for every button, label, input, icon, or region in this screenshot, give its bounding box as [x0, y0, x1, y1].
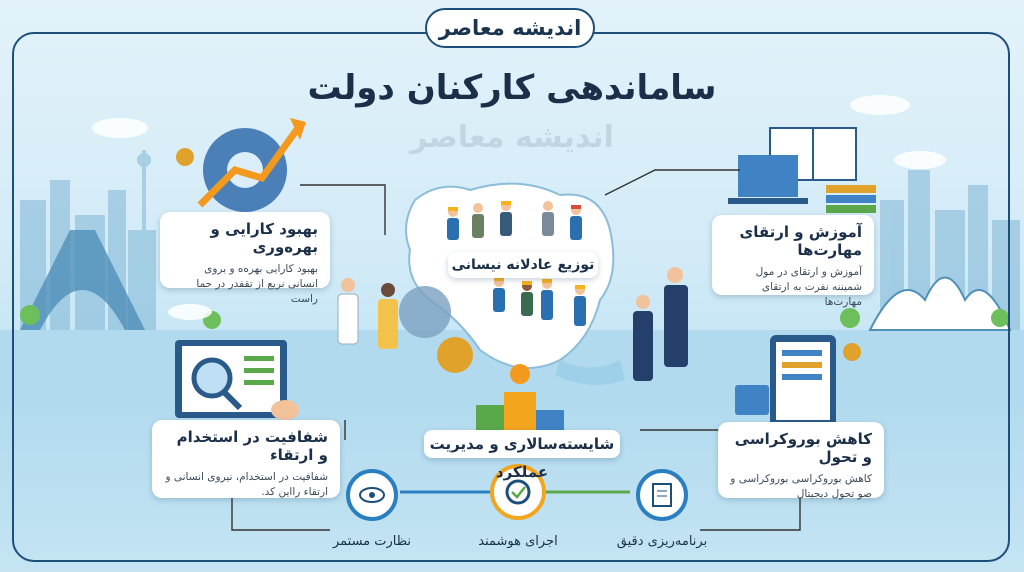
eye-icon: [346, 469, 398, 521]
doctor-figure: [337, 278, 359, 345]
city-skyline-right: [880, 170, 1020, 330]
worker-figure: [493, 277, 505, 312]
worker-figure: [570, 205, 582, 240]
card-bureaucracy: کاهش بوروکراسی و تحول کاهش بوروکراسی بور…: [718, 422, 884, 500]
worker-figure: [521, 281, 533, 316]
card-title: شفافیت در استخدام و ارتقاء: [176, 428, 328, 464]
card-title: بهبود کارایی و بهره‌وری: [210, 220, 318, 256]
gear-icon: [437, 337, 473, 373]
worker-figure: [447, 207, 459, 240]
card-description: شفافیت در استخدام، نیروی انسانی و ارتقاء…: [165, 471, 328, 498]
brand-logo: اندیشه معاصر: [425, 8, 595, 48]
clipboard-icon: [636, 469, 688, 521]
connector-arrows: [231, 169, 801, 531]
clouds: [92, 95, 946, 320]
gear-icon: [399, 286, 451, 338]
lotus-building-icon: [868, 276, 1012, 331]
step-label-planning: برنامه‌ریزی دقیق: [616, 534, 708, 549]
step-label-execution: اجرای هوشمند: [478, 534, 558, 549]
card-title: آموزش و ارتقای مهارت‌ها: [739, 223, 862, 259]
gulf-water: [555, 360, 625, 385]
map-label: توزیع عادلانه نیسانی: [448, 252, 598, 278]
workers-group: [447, 201, 586, 326]
growth-gear-icon: [176, 118, 306, 212]
worker-figure: [472, 203, 484, 238]
training-book-icon: [728, 127, 876, 213]
trees: [20, 305, 1009, 329]
police-officer-figure: [664, 267, 688, 367]
woman-figure: [378, 283, 398, 349]
card-efficiency: بهبود کارایی و بهره‌وری بهبود کارایی بهر…: [160, 212, 330, 305]
worker-figure: [541, 279, 553, 320]
card-meritocracy: شایسته‌سالاری و مدیریت عملکرد: [424, 430, 620, 481]
card-description: آموزش و ارتقای در مول شمیننه نفرت به ارت…: [755, 266, 862, 308]
azadi-tower-icon: [20, 230, 145, 330]
woman-clipboard-figure: [633, 295, 653, 381]
podium-icon: [476, 364, 564, 431]
step-label-monitoring: نظارت مستمر: [332, 534, 412, 549]
card-transparency: شفافیت در استخدام و ارتقاء شفافیت در است…: [152, 420, 340, 498]
card-title: کاهش بوروکراسی و تحول: [734, 430, 872, 466]
worker-figure: [500, 201, 512, 236]
digital-tablet-icon: [735, 335, 861, 427]
transparency-monitor-icon: [175, 340, 299, 420]
watermark: اندیشه معاصر: [410, 120, 614, 155]
card-description: کاهش بوروکراسی بوروکراسی و صو تحول دیجیت…: [730, 473, 872, 500]
card-training: آموزش و ارتقای مهارت‌ها آموزش و ارتقای د…: [712, 215, 874, 308]
gear-check-icon: [490, 464, 546, 520]
worker-figure: [574, 285, 586, 326]
page-title: ساماندهی کارکنان دولت: [307, 68, 717, 108]
worker-figure: [542, 201, 554, 236]
card-description: بهبود کارایی بهره‌ه و بروی انسانی نریع ا…: [196, 263, 318, 305]
